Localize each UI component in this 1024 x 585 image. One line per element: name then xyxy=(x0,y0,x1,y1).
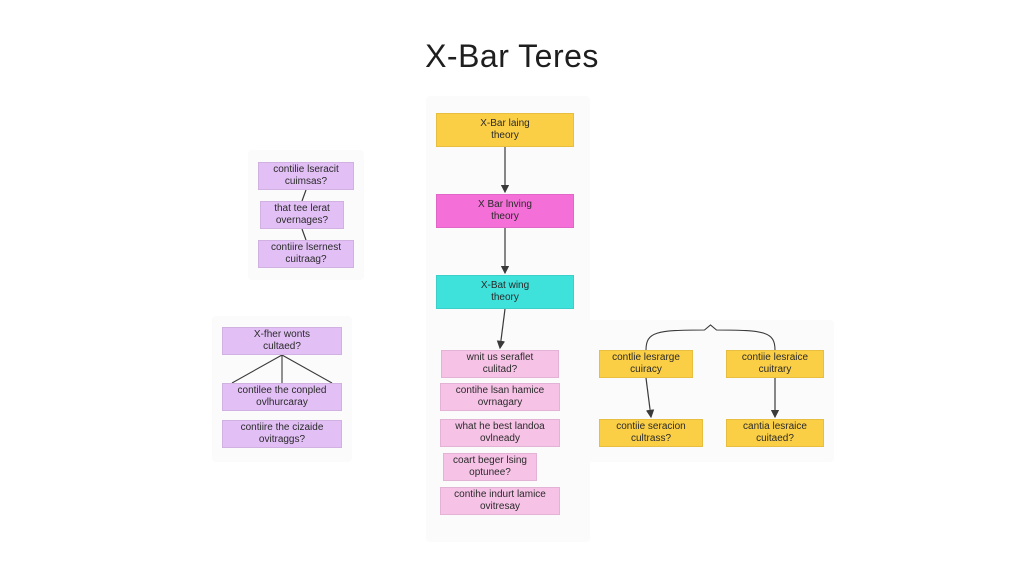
edge-top3-c1 xyxy=(496,308,506,350)
node-what-he-best-landoa[interactable]: what he best landoa ovlneady xyxy=(440,419,560,447)
edge-r1-r2 xyxy=(645,324,776,351)
node-that-tee-lerat[interactable]: that tee lerat overnages? xyxy=(260,201,344,229)
edge-bl1-bl2-0 xyxy=(231,354,283,384)
node-x-bat-wing-theory[interactable]: X-Bat wing theory xyxy=(436,275,574,309)
node-contihe-lsan-hamice[interactable]: contihe lsan hamice ovrnagary xyxy=(440,383,560,411)
node-contiie-seracion[interactable]: contiie seracion cultrass? xyxy=(599,419,703,447)
edge-bl1-bl2-2 xyxy=(281,354,333,384)
node-contilie-lseracit[interactable]: contilie lseracit cuimsas? xyxy=(258,162,354,190)
edge-tl1-tl2 xyxy=(301,189,307,202)
node-contihe-indurt-lamice[interactable]: contihe indurt lamice ovitresay xyxy=(440,487,560,515)
node-contiie-lesraice[interactable]: contiie lesraice cuitrary xyxy=(726,350,824,378)
node-contiire-the-cizaide[interactable]: contiire the cizaide ovitraggs? xyxy=(222,420,342,448)
node-contiire-lsernest[interactable]: contiire lsernest cuitraag? xyxy=(258,240,354,268)
node-contilee-the-conpled[interactable]: contilee the conpled ovlhurcaray xyxy=(222,383,342,411)
node-contlie-lesrarge[interactable]: contlie lesrarge cuiracy xyxy=(599,350,693,378)
node-coart-beger-lsing[interactable]: coart beger lsing optunee? xyxy=(443,453,537,481)
node-cantia-lesraice[interactable]: cantia lesraice cuitaed? xyxy=(726,419,824,447)
edge-r1-r3 xyxy=(645,377,655,419)
node-x-fher-wonts[interactable]: X-fher wonts cultaed? xyxy=(222,327,342,355)
node-x-bar-laing-theory[interactable]: X-Bar laing theory xyxy=(436,113,574,147)
diagram-title: X-Bar Teres xyxy=(425,38,599,74)
node-x-bar-lnving-theory[interactable]: X Bar lnving theory xyxy=(436,194,574,228)
node-wnit-us-seraflet[interactable]: wnit us seraflet culitad? xyxy=(441,350,559,378)
edge-tl2-tl3 xyxy=(301,228,307,241)
